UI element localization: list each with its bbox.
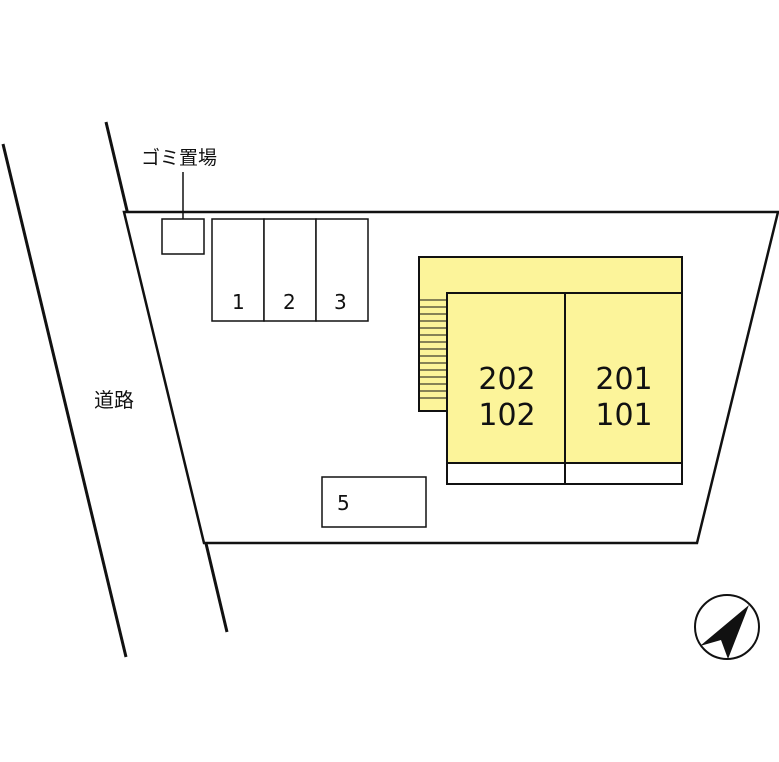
road-label: 道路 bbox=[94, 388, 134, 412]
parking-row bbox=[211, 218, 369, 322]
unit-upper-label: 202 bbox=[478, 362, 535, 397]
parking-space-5 bbox=[321, 476, 427, 528]
garbage-area bbox=[161, 218, 205, 255]
balcony-left bbox=[446, 462, 566, 485]
garbage-area-label: ゴミ置場 bbox=[141, 147, 217, 169]
staircase bbox=[420, 299, 447, 399]
road-edge-left bbox=[1, 143, 128, 658]
unit-upper-label: 201 bbox=[595, 362, 652, 397]
parking-space-5-label: 5 bbox=[337, 491, 350, 515]
balcony-right bbox=[564, 462, 683, 485]
apartment-building bbox=[418, 256, 683, 485]
unit-lower-label: 101 bbox=[595, 398, 652, 433]
unit-201-101 bbox=[564, 292, 683, 464]
parking-space-1 bbox=[211, 218, 265, 322]
parking-space-2-label: 2 bbox=[283, 290, 296, 314]
parking-space-3 bbox=[315, 218, 369, 322]
parking-space-3-label: 3 bbox=[334, 290, 347, 314]
parking-space-1-label: 1 bbox=[232, 290, 245, 314]
unit-lower-label: 102 bbox=[478, 398, 535, 433]
north-arrow-icon bbox=[694, 594, 760, 660]
